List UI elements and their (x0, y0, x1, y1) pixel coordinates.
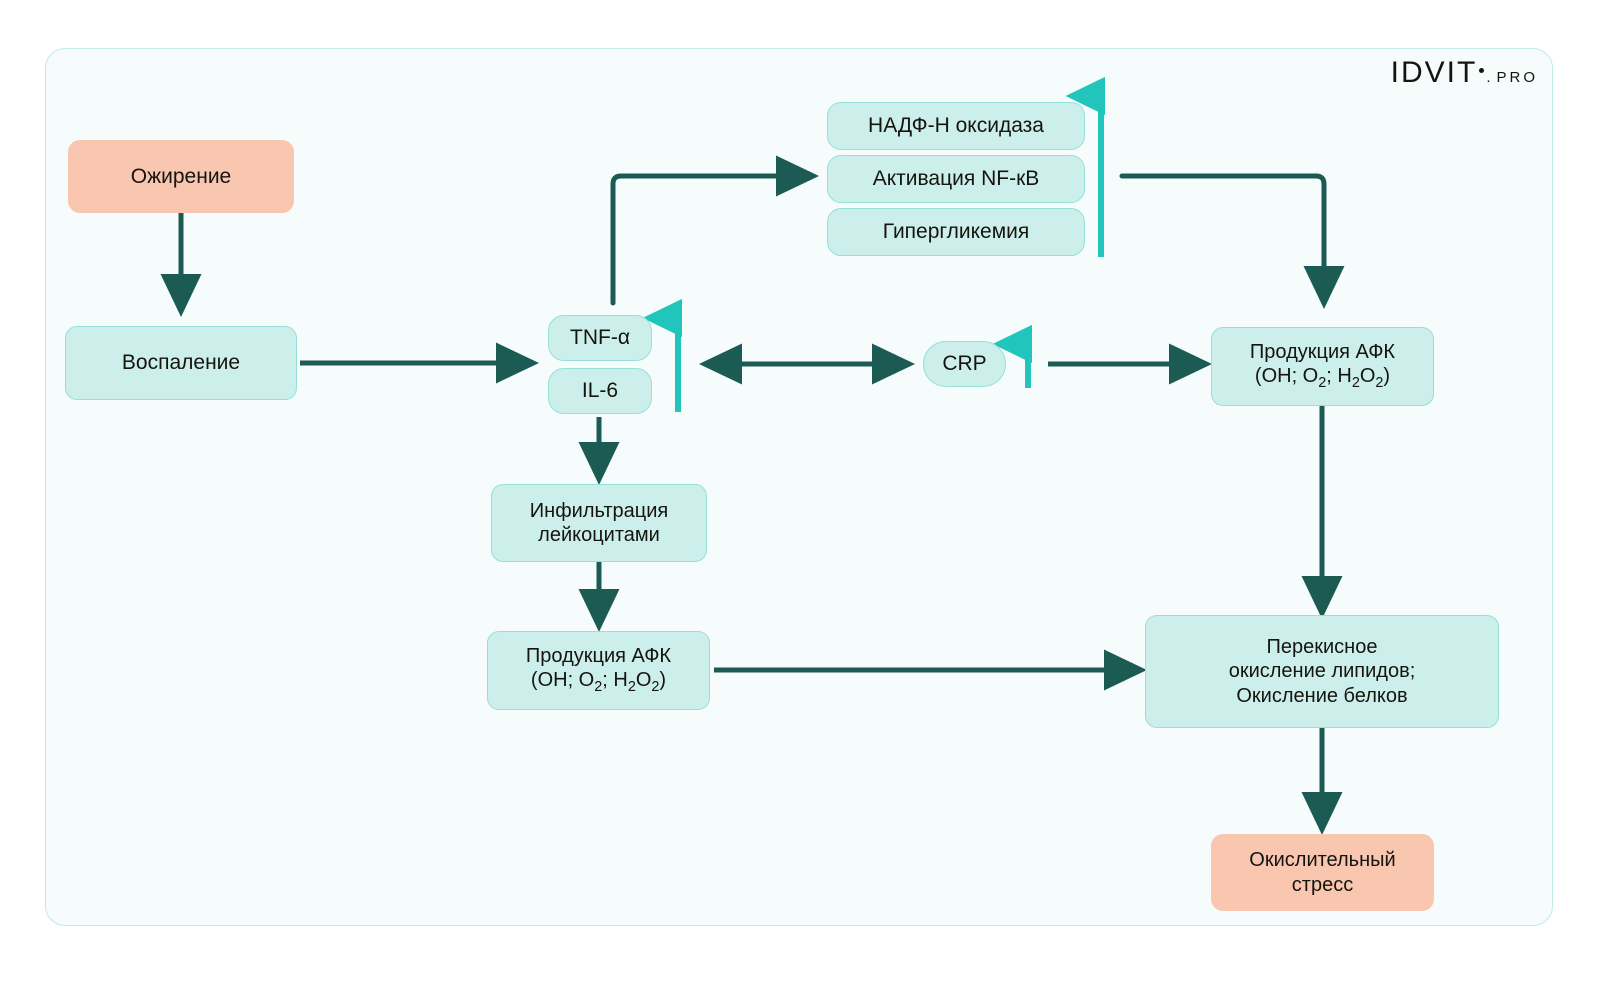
node-tnf-alpha[interactable]: TNF-α (548, 315, 652, 361)
node-ros-production-right[interactable]: Продукция АФК (OH; O2; H2O2) (1211, 327, 1434, 406)
node-oxidative-stress-line2: стресс (1291, 873, 1354, 896)
brand-logo: IDVIT . PRO (1391, 56, 1538, 90)
node-crp[interactable]: CRP (923, 341, 1006, 387)
node-hyperglycemia-label: Гипергликемия (882, 220, 1030, 244)
brand-name-suffix-dot: . (1486, 69, 1494, 86)
node-inflammation[interactable]: Воспаление (65, 326, 297, 400)
node-nfkb-activation[interactable]: Активация NF-кВ (827, 155, 1085, 203)
node-ros-production-mid-line1: Продукция АФК (525, 645, 672, 668)
node-crp-label: CRP (942, 352, 987, 376)
node-hyperglycemia[interactable]: Гипергликемия (827, 208, 1085, 256)
node-leukocyte-infiltration-line2: лейкоцитами (538, 524, 660, 546)
node-nfkb-activation-label: Активация NF-кВ (872, 167, 1040, 191)
node-leukocyte-infiltration[interactable]: Инфильтрация лейкоцитами (491, 484, 707, 562)
brand-name-suffix: PRO (1496, 69, 1538, 86)
node-obesity-label: Ожирение (130, 164, 232, 188)
node-lipid-peroxidation-line1: Перекисное (1266, 635, 1378, 658)
node-ros-production-mid-line2: (OH; O2; H2O2) (530, 669, 667, 696)
node-nadph-oxidase-label: НАДФ-Н оксидаза (868, 114, 1044, 138)
node-lipid-peroxidation-line3: Окисление белков (1236, 684, 1408, 707)
node-oxidative-stress-line1: Окислительный (1249, 849, 1396, 872)
node-ros-production-mid[interactable]: Продукция АФК (OH; O2; H2O2) (487, 631, 710, 710)
node-nadph-oxidase[interactable]: НАДФ-Н оксидаза (827, 102, 1085, 150)
node-inflammation-label: Воспаление (121, 351, 241, 375)
node-il6-label: IL-6 (581, 379, 619, 403)
node-lipid-peroxidation[interactable]: Перекисное окисление липидов; Окисление … (1145, 615, 1499, 728)
brand-name-main: IDVIT (1390, 56, 1478, 89)
node-leukocyte-infiltration-line1: Инфильтрация (529, 499, 669, 522)
node-oxidative-stress[interactable]: Окислительный стресс (1211, 834, 1434, 911)
node-il6[interactable]: IL-6 (548, 368, 652, 414)
node-tnf-alpha-label: TNF-α (570, 326, 630, 350)
node-obesity[interactable]: Ожирение (68, 140, 294, 213)
node-lipid-peroxidation-line2: окисление липидов; (1228, 660, 1416, 683)
node-ros-production-right-line1: Продукция АФК (1249, 341, 1396, 364)
dot-check-icon (1479, 68, 1485, 73)
node-ros-production-right-line2: (OH; O2; H2O2) (1254, 365, 1391, 392)
